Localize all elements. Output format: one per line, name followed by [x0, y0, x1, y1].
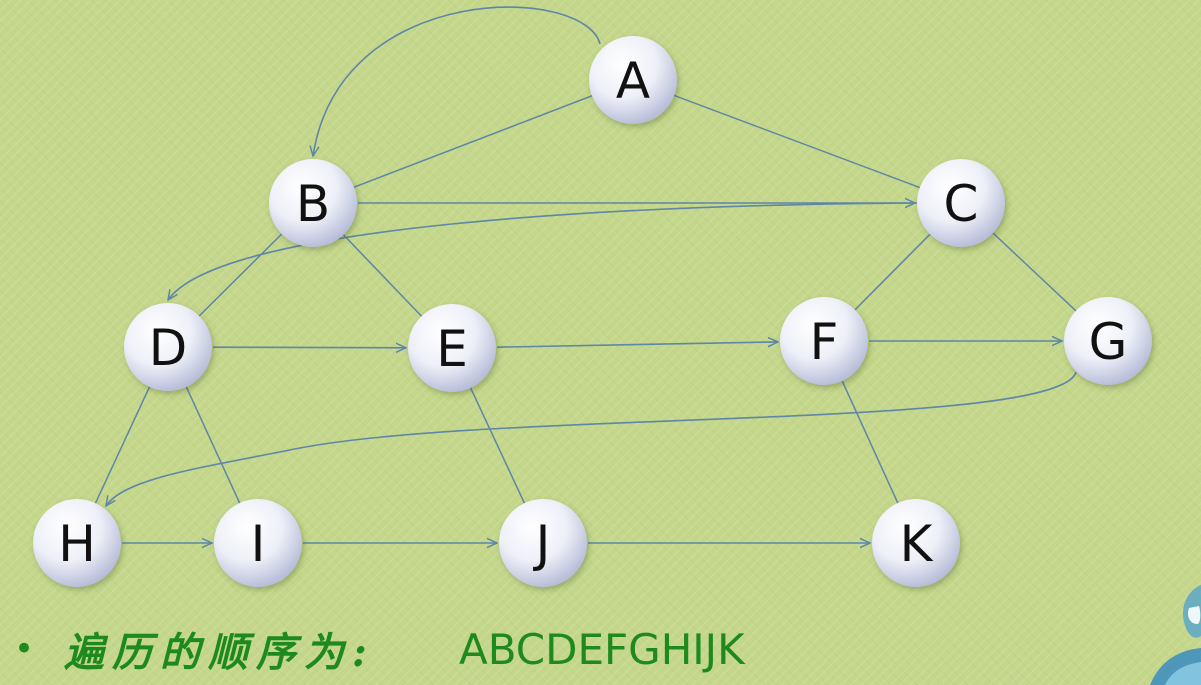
node-label-A: A — [616, 52, 650, 110]
node-circle-A — [589, 36, 677, 124]
traversal-arrow-C-D — [168, 202, 918, 300]
node-J: J — [499, 499, 587, 587]
node-label-F: F — [810, 313, 839, 371]
traversal-order-value: ABCDEFGHIJK — [459, 624, 745, 674]
node-A: A — [589, 36, 677, 124]
node-circle-H — [33, 499, 121, 587]
node-circle-F — [780, 297, 868, 385]
node-I: I — [214, 499, 302, 587]
traversal-arrow-E-F — [496, 342, 778, 348]
node-C: C — [917, 159, 1005, 247]
traversal-arrow-D-E — [212, 347, 406, 348]
node-label-E: E — [436, 320, 468, 378]
node-label-C: C — [944, 175, 979, 233]
node-H: H — [33, 499, 121, 587]
node-circle-G — [1064, 297, 1152, 385]
node-F: F — [780, 297, 868, 385]
node-label-J: J — [533, 515, 551, 573]
node-B: B — [269, 159, 357, 247]
node-label-D: D — [149, 319, 188, 377]
node-circle-J — [499, 499, 587, 587]
node-K: K — [872, 499, 960, 587]
traversal-arrow-G-H — [106, 371, 1077, 506]
node-circle-I — [214, 499, 302, 587]
node-circle-C — [917, 159, 1005, 247]
node-label-G: G — [1089, 313, 1128, 371]
node-circle-K — [872, 499, 960, 587]
node-label-I: I — [251, 515, 266, 573]
node-label-H: H — [58, 515, 96, 573]
tree-edge-A-B — [312, 79, 634, 204]
node-E: E — [408, 304, 496, 392]
node-circle-E — [408, 304, 496, 392]
bullet-point: • — [14, 629, 35, 669]
traversal-order-caption: • 遍历的顺序为: ABCDEFGHIJK — [14, 616, 745, 682]
traversal-arrows — [106, 6, 1077, 543]
node-D: D — [124, 303, 212, 391]
traversal-arrow-A-B — [313, 6, 601, 156]
node-label-K: K — [900, 515, 934, 573]
graph-nodes: A B C D E F G H I J K — [33, 36, 1152, 587]
tree-edge-A-C — [632, 79, 962, 204]
caption-label: 遍历的顺序为: — [64, 629, 375, 676]
node-circle-B — [269, 159, 357, 247]
node-G: G — [1064, 297, 1152, 385]
node-circle-D — [124, 303, 212, 391]
node-label-B: B — [296, 175, 330, 233]
